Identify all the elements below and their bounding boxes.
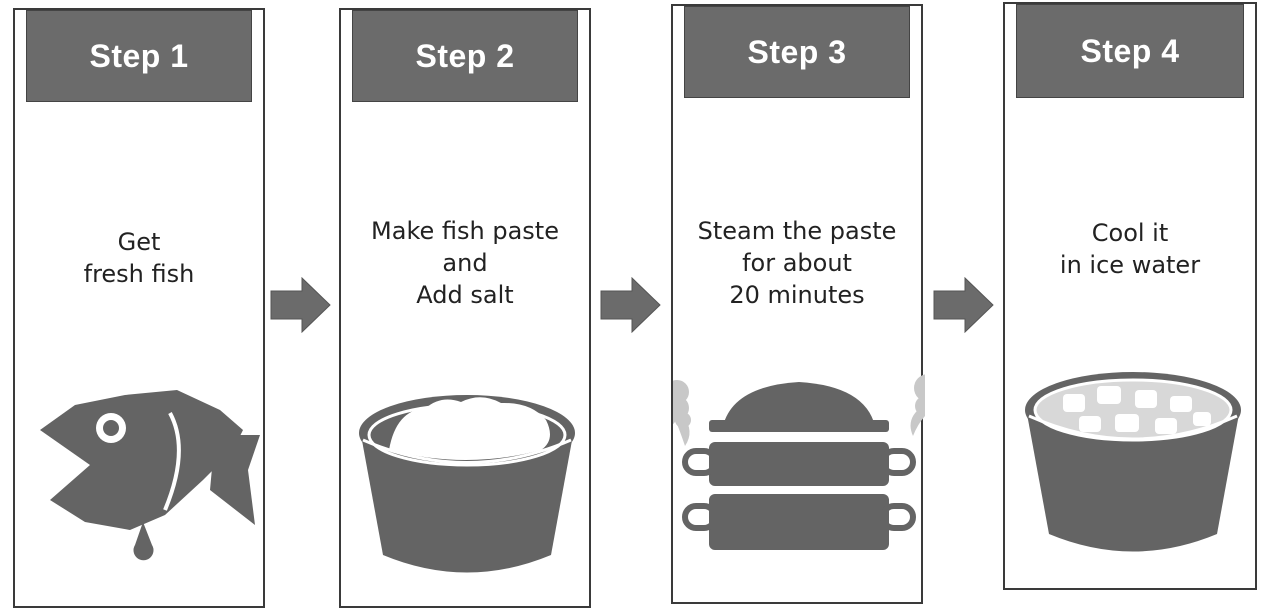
steam-cloud-right: [911, 368, 925, 436]
bowl-of-ice-water-icon: [1005, 4, 1259, 592]
steamer-icon: [673, 6, 925, 598]
arrow-right-icon: [600, 277, 662, 333]
step-1-panel: Step 1 Get fresh fish: [13, 8, 265, 608]
fish-icon: [15, 10, 267, 602]
arrow-right-icon: [933, 277, 995, 333]
step-4-panel: Step 4 Cool it in ice water: [1003, 2, 1257, 590]
step-3-panel: Step 3 Steam the paste for about 20 minu…: [671, 4, 923, 604]
arrow-right-icon: [270, 277, 332, 333]
bowl-of-fish-paste-icon: [341, 10, 593, 602]
step-2-panel: Step 2 Make fish paste and Add salt: [339, 8, 591, 608]
steam-cloud-left: [673, 380, 691, 446]
